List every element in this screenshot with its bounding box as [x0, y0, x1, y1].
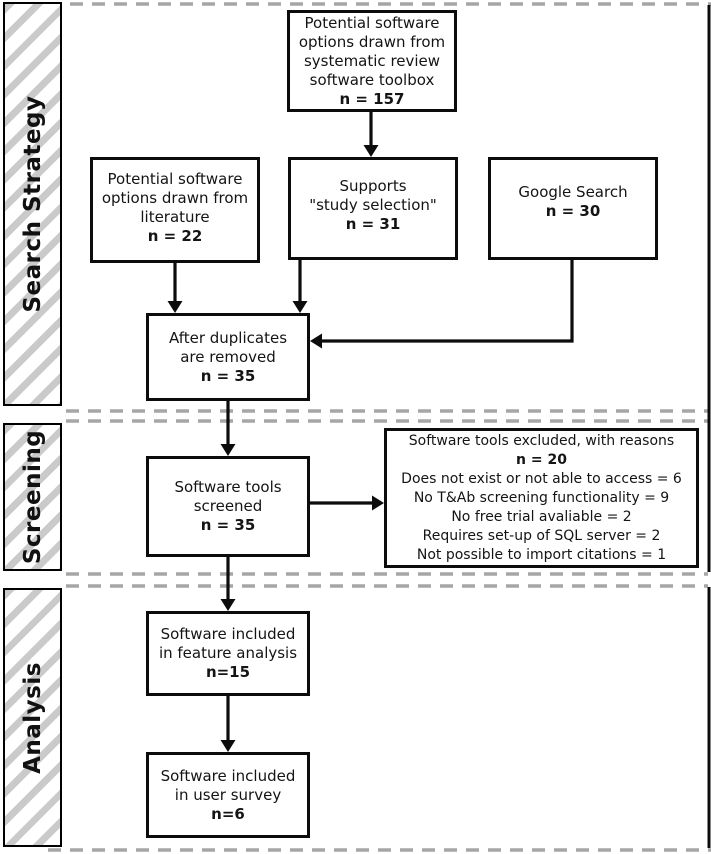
box-text-line: options drawn from [101, 189, 249, 207]
box-text-line: Potential software [107, 170, 243, 188]
box-text-line: Software included [160, 625, 296, 643]
box-count: n=15 [205, 663, 251, 681]
section-band-analysis: Analysis [3, 588, 62, 847]
box-literature: Potential software options drawn from li… [90, 157, 260, 263]
box-after-duplicates: After duplicates are removed n = 35 [146, 313, 310, 401]
box-text-line: screened [193, 497, 263, 515]
box-count: n = 31 [345, 215, 401, 233]
box-feature-analysis: Software included in feature analysis n=… [146, 611, 310, 696]
excluded-reason: Not possible to import citations = 1 [416, 546, 667, 563]
arrowhead-screened-to-feature [220, 599, 236, 611]
box-text-line: Google Search [518, 183, 628, 201]
box-text-line: Software tools [174, 478, 282, 496]
box-count: n = 157 [339, 89, 405, 108]
box-text-line: software toolbox [309, 70, 435, 89]
box-count: n = 22 [147, 227, 203, 245]
arrowhead-supports-to-duplicates [292, 301, 308, 313]
excluded-reason: Does not exist or not able to access = 6 [401, 470, 682, 487]
section-label-screening: Screening [19, 429, 46, 565]
section-band-search-strategy: Search Strategy [3, 2, 62, 406]
box-excluded-with-reasons: Software tools excluded, with reasons n … [384, 428, 699, 568]
section-label-search-strategy: Search Strategy [19, 95, 46, 313]
arrowhead-duplicates-to-screened [220, 444, 236, 456]
box-google-search: Google Search n = 30 [488, 157, 658, 260]
section-label-analysis: Analysis [19, 661, 46, 774]
arrowhead-google-to-duplicates [310, 333, 322, 349]
arrowhead-feature-to-survey [220, 740, 236, 752]
excluded-title: Software tools excluded, with reasons [408, 432, 675, 449]
box-text-line: options drawn from [298, 32, 446, 51]
arrow-google-to-duplicates [321, 260, 574, 343]
box-text-line: systematic review [303, 51, 441, 70]
box-count: n = 30 [545, 202, 601, 220]
box-text-line: Supports [339, 177, 407, 195]
arrowhead-screened-to-excluded [372, 495, 384, 511]
box-text-line: in feature analysis [158, 644, 298, 662]
box-text-line: After duplicates [168, 328, 288, 347]
arrowhead-literature-to-duplicates [167, 301, 183, 313]
box-count: n = 35 [200, 516, 256, 534]
box-count: n = 20 [516, 451, 567, 468]
section-band-screening: Screening [3, 423, 62, 571]
box-text-line: are removed [180, 347, 276, 366]
excluded-reason: No free trial avaliable = 2 [451, 508, 632, 525]
box-count: n = 35 [200, 366, 256, 385]
excluded-reason: Requires set-up of SQL server = 2 [422, 527, 661, 544]
box-screened: Software tools screened n = 35 [146, 456, 310, 557]
box-toolbox: Potential software options drawn from sy… [287, 10, 457, 112]
box-text-line: Potential software [304, 13, 440, 32]
box-count: n=6 [211, 804, 245, 823]
box-text-line: "study selection" [309, 196, 437, 214]
arrowhead-toolbox-to-supports [363, 145, 379, 157]
box-user-survey: Software included in user survey n=6 [146, 752, 310, 838]
excluded-reason: No T&Ab screening functionality = 9 [413, 489, 670, 506]
box-supports-study-selection: Supports "study selection" n = 31 [288, 157, 458, 260]
box-text-line: literature [140, 208, 210, 226]
box-text-line: in user survey [174, 785, 282, 804]
box-text-line: Software included [160, 766, 296, 785]
